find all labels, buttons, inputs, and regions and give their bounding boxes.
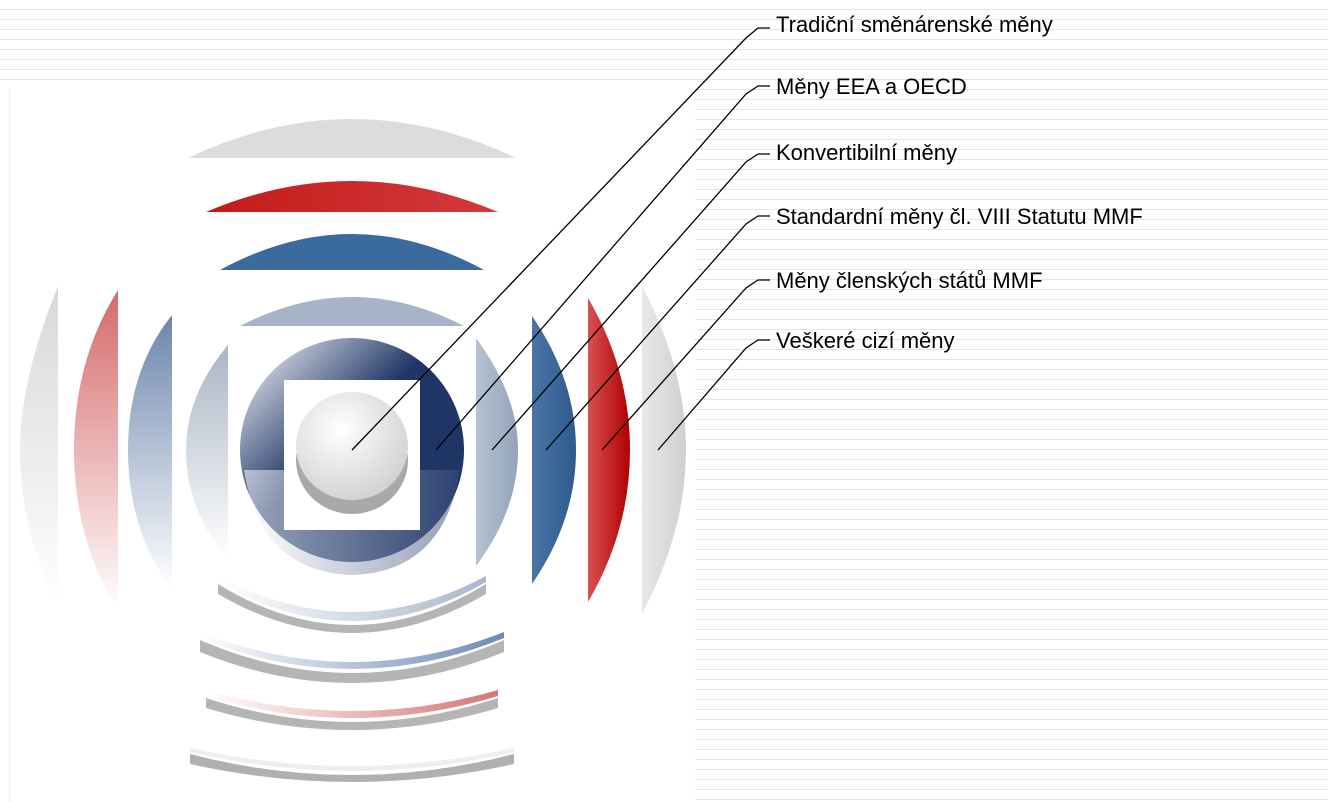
ring-left-art8 bbox=[128, 315, 172, 590]
arc-bottom-red-shadow bbox=[206, 698, 498, 730]
arc-bottom-red bbox=[206, 690, 498, 718]
arc-bottom-grey-shadow bbox=[190, 754, 514, 782]
label-convertible-currencies: Konvertibilní měny bbox=[776, 140, 957, 165]
label-imf-member-currencies: Měny členských států MMF bbox=[776, 268, 1043, 293]
leader-line-imf-members bbox=[601, 279, 770, 451]
arc-bottom-blue-shadow bbox=[200, 640, 504, 683]
label-all-foreign-currencies: Veškeré cizí měny bbox=[776, 328, 955, 353]
arc-top-blue bbox=[220, 234, 484, 270]
arc-top-red bbox=[206, 181, 498, 212]
ring-right-blue bbox=[532, 316, 576, 584]
ring-right-light-blue bbox=[476, 338, 518, 566]
arc-top-grey bbox=[188, 119, 516, 158]
label-traditional-currencies: Tradiční směnárenské měny bbox=[776, 12, 1053, 37]
label-eea-oecd-currencies: Měny EEA a OECD bbox=[776, 74, 967, 99]
leader-line-all-currencies bbox=[657, 339, 770, 451]
leader-line-eea-oecd bbox=[435, 85, 770, 451]
arc-top-light-blue bbox=[240, 297, 464, 326]
ring-right-grey bbox=[642, 286, 686, 614]
leader-line-convertible bbox=[491, 153, 770, 451]
ring-right-red bbox=[588, 298, 630, 602]
arc-bottom-grey bbox=[190, 748, 514, 771]
arc-bottom-blue bbox=[200, 632, 504, 669]
label-art8-currencies: Standardní měny čl. VIII Statutu MMF bbox=[776, 204, 1143, 229]
ring-left-convertible bbox=[186, 345, 228, 560]
center-disc bbox=[296, 392, 408, 500]
arc-bottom-light-blue-shadow bbox=[218, 584, 486, 633]
leader-line-art8 bbox=[545, 215, 770, 451]
leader-lines bbox=[351, 27, 770, 451]
ring-left-all-currencies bbox=[20, 286, 58, 606]
arc-bottom-light-blue bbox=[218, 576, 486, 621]
leader-line-traditional bbox=[351, 27, 770, 451]
ring-left-imf-members bbox=[74, 290, 118, 610]
